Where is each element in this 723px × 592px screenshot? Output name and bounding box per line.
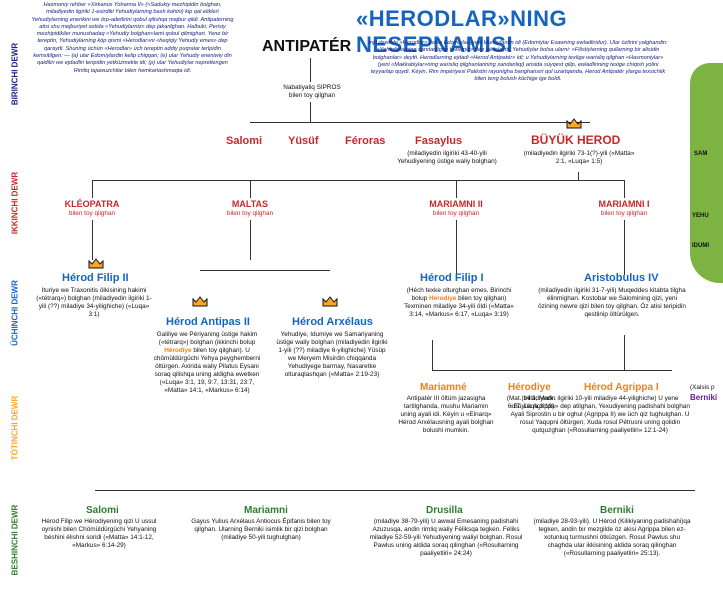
- generation-label-4: TÖTINCHI DEWR: [10, 395, 20, 461]
- generation-band-5: BESHINCHI DEWR: [0, 488, 30, 592]
- generation-band-1: BIRINCHI DEWR: [0, 0, 30, 148]
- wife-mariamni-1-sub: bilen toy qilghan: [600, 210, 648, 217]
- gen5-drusilla-note: (miladiye 38-79-yili) U awwal Emesaning …: [369, 518, 523, 557]
- herod-filip-1: Hérod Filip I: [420, 272, 484, 284]
- generation-band-2: IKKINCHI DEWR: [0, 148, 30, 258]
- herod-filip-2-note: Ituriye we Traxonitis ölkisining hakimi …: [36, 287, 152, 318]
- gen5-berniki: Berniki: [600, 505, 634, 516]
- herod-arxelaus-note: Yehudiye, Idumiye we Samariyaning üstige…: [276, 331, 388, 378]
- gen1-fasaylus: Fasaylus: [415, 135, 463, 147]
- aristobulus-4-note: (miladiyedin ilgiriki 31-7-yili) Muqedde…: [538, 287, 686, 318]
- herod-agrippa-1-note: (miladiyedin ilgiriki 10-yili miladiye 4…: [510, 395, 690, 434]
- crown-icon: [322, 296, 338, 307]
- herod-filip-1-note: (Héch texke olturghan emes. Birinchi bol…: [400, 287, 518, 319]
- antipater-name: ANTIPATÉR: [262, 38, 352, 55]
- gen1-salomi: Salomi: [226, 135, 263, 147]
- filip1-note-a: (Héch texke olturghan emes. Birinchi bol…: [406, 287, 512, 302]
- gen5-mariamni: Mariamni: [244, 505, 288, 516]
- wife-maltas: MALTAS: [231, 199, 269, 209]
- intro-right-text: Injil dewride «Herodlar» bolsa Edomiylar…: [368, 40, 668, 83]
- antipas-note-a: Galiliye we Périyaning üstige hakim («té…: [156, 331, 258, 346]
- generation-label-1: BIRINCHI DEWR: [10, 42, 20, 106]
- intro-left-text: Hasmoniy rehber «Xirkanus Yohanna II» («…: [31, 2, 234, 74]
- page-title: «HERODLAR»NING NESEPNAMISI: [356, 6, 568, 57]
- herod-antipas-2-note: Galiliye we Périyaning üstige hakim («té…: [148, 331, 266, 395]
- aristobulus-4: Aristobulus IV: [584, 272, 659, 284]
- mariamne-note: Antipatér III öltüm jazasigha tartilghan…: [398, 395, 494, 434]
- map-label-idumi: IDUMI: [692, 243, 709, 249]
- herod-arxelaus: Hérod Arxélaus: [292, 316, 373, 328]
- herod-filip-2: Hérod Filip II: [62, 272, 129, 284]
- xaisis-cut: (Xaisis p: [690, 384, 715, 391]
- generation-label-2: IKKINCHI DEWR: [10, 171, 20, 235]
- map-label-yehu: YEHU: [692, 213, 709, 219]
- wife-kleopatra: KLÉOPATRA: [64, 199, 120, 209]
- herod-antipas-2: Hérod Antipas II: [166, 316, 250, 328]
- herod-agrippa-1: Hérod Agrippa I: [584, 382, 659, 393]
- crown-icon: [192, 296, 208, 307]
- filip1-herodiye: Hérodiye: [428, 295, 457, 302]
- wife-kleopatra-sub: bilen toy qilghan: [68, 210, 116, 217]
- mariamne: Mariamné: [420, 382, 467, 393]
- wife-mariamni-2: MARIAMNI II: [429, 199, 483, 209]
- wife-maltas-sub: bilen toy qilghan: [226, 210, 274, 217]
- wife-mariamni-1: MARIAMNI I: [598, 199, 650, 209]
- herodiye-note: (Mat. 14:3, Mark. 6:17, Luqa.3:19): [506, 395, 556, 410]
- crown-icon: [566, 118, 582, 129]
- generation-label-3: ÜCHINCHI DEWR: [10, 280, 20, 346]
- antipas-herodiye: Hérodiye: [164, 347, 192, 354]
- map-thumbnail: SAM YEHU IDUMI: [690, 63, 723, 283]
- nabataean-sub: bilen toy qilghan: [288, 92, 336, 99]
- fasaylus-note: (miladiyedin ilgiriki 43-40-yili Yehudiy…: [397, 150, 497, 165]
- nabataean-wife: Nabatiyaliq SIPROS: [283, 84, 341, 91]
- gen1-yusuf: Yüsüf: [288, 135, 319, 147]
- gen5-berniki-note: (miladiye 28-93-yili). U Hérod (Kilikiya…: [533, 518, 691, 557]
- herodiye: Hérodiye: [508, 382, 551, 393]
- gen5-salomi: Salomi: [86, 505, 119, 516]
- gen5-salomi-note: Hérod Filip we Hérodiyening qizi U ussul…: [41, 518, 157, 549]
- filip1-note-b: bilen toy qilghan) Texminen miladiye 34-…: [404, 295, 514, 318]
- gen5-mariamni-note: Gayus Yulius Arxélaus Antiocus Épifanis …: [191, 518, 331, 541]
- generation-band-3: ÜCHINCHI DEWR: [0, 258, 30, 368]
- berniki-cut: Berniki: [690, 393, 718, 402]
- map-label-sam: SAM: [694, 151, 708, 157]
- gen5-drusilla: Drusilla: [426, 505, 463, 516]
- gen1-feroras: Féroras: [345, 135, 386, 147]
- crown-icon: [88, 258, 104, 269]
- antipas-note-b: bilen toy qilghan). U chömüldürgüchi Yeh…: [153, 347, 261, 394]
- buyuk-herod: BÜYÜK HEROD: [531, 133, 621, 147]
- generation-label-5: BESHINCHI DEWR: [10, 504, 20, 576]
- generation-band-4: TÖTINCHI DEWR: [0, 368, 30, 488]
- buyuk-herod-note: (miladiyedin ilgiriki 73-1(?)-yili («Mat…: [523, 150, 635, 165]
- wife-mariamni-2-sub: bilen toy qilghan: [432, 210, 480, 217]
